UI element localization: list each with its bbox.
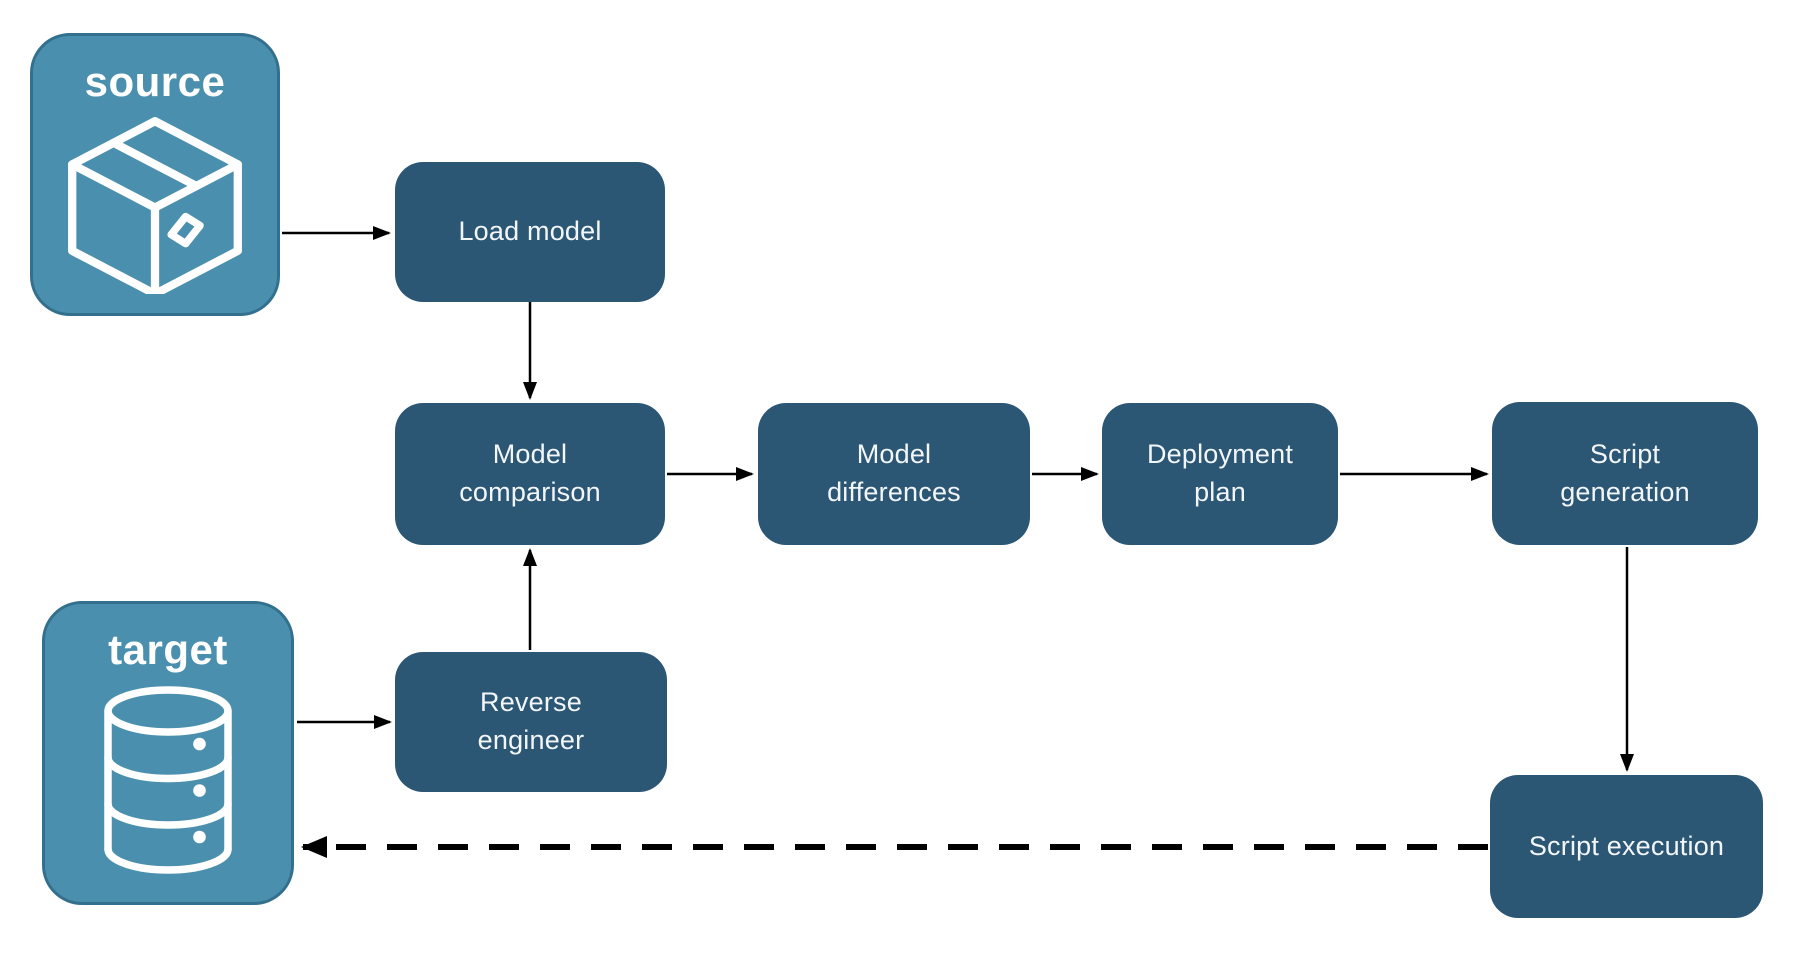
endpoint-source: source xyxy=(30,33,280,316)
node-label: Script execution xyxy=(1528,830,1725,861)
database-icon xyxy=(93,682,243,883)
node-label: Deployment plan xyxy=(1146,439,1294,507)
node-label: Script generation xyxy=(1560,438,1690,507)
node-deployment-plan: Deployment plan xyxy=(1102,403,1338,545)
endpoint-target: target xyxy=(42,601,294,905)
node-model-comparison: Model comparison xyxy=(395,403,665,545)
package-icon xyxy=(65,114,245,299)
node-label: Model comparison xyxy=(459,439,601,507)
node-script-execution: Script execution xyxy=(1490,775,1763,918)
node-label: Model differences xyxy=(827,439,961,507)
node-script-generation: Script generation xyxy=(1492,402,1758,545)
node-reverse-engineer: Reverse engineer xyxy=(395,652,667,792)
node-model-differences: Model differences xyxy=(758,403,1030,545)
node-load-model: Load model xyxy=(395,162,665,302)
node-label: Load model xyxy=(458,216,602,247)
node-label: Reverse engineer xyxy=(477,687,585,755)
target-label: target xyxy=(108,626,228,673)
source-label: source xyxy=(84,58,226,105)
